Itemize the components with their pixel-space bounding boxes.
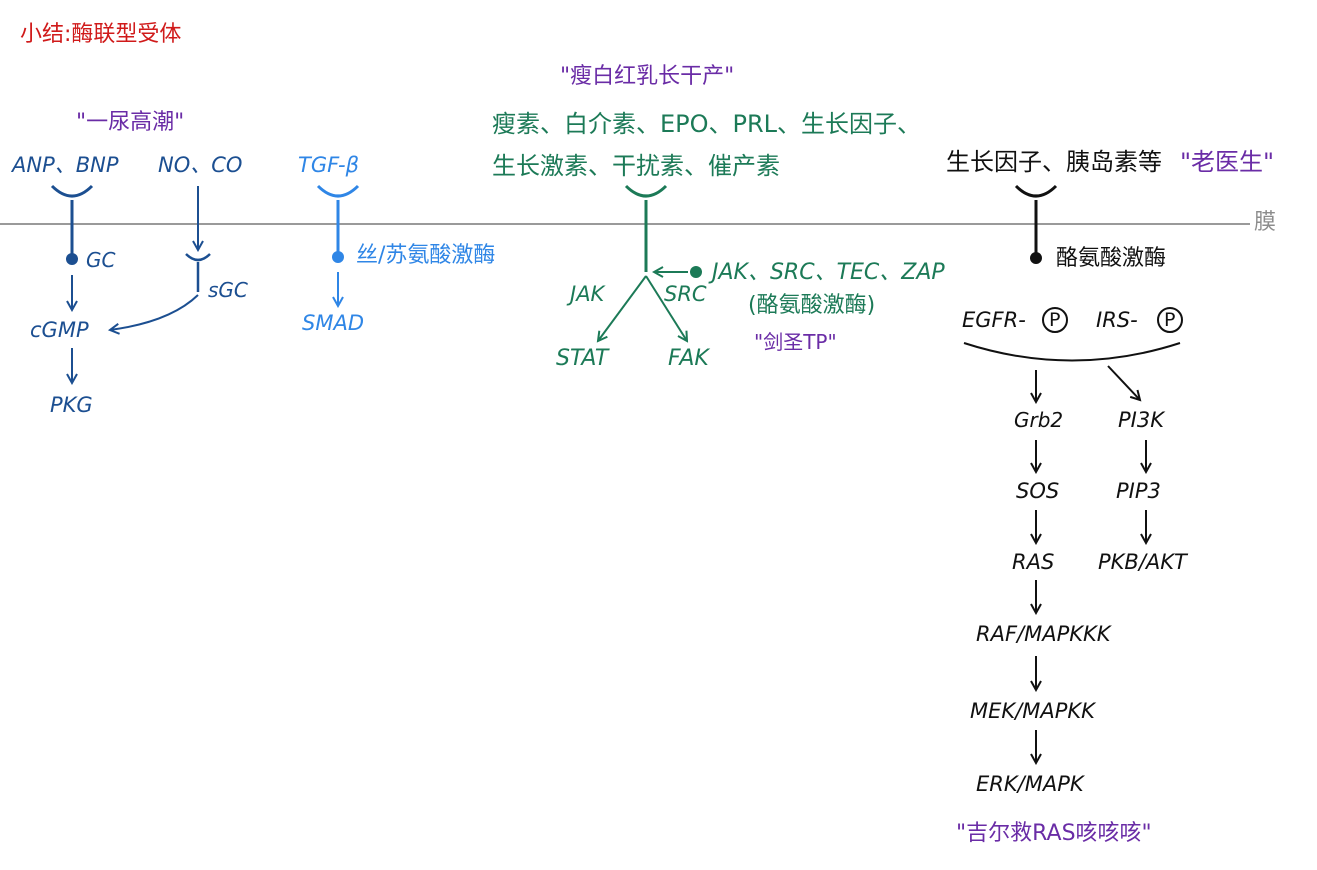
- cytokine-mnemonic: "瘦白红乳长干产": [560, 64, 735, 89]
- rtk-receptor: [1014, 184, 1058, 256]
- ligand-anp-bnp: ANP、BNP: [12, 153, 119, 177]
- irs-label: IRS-: [1096, 308, 1138, 332]
- rtk-kinase-dot: [1030, 252, 1042, 264]
- egfr-label: EGFR-: [962, 308, 1026, 332]
- cgmp-label: cGMP: [30, 318, 89, 342]
- cytokine-ligands-line1: 瘦素、白介素、EPO、PRL、生长因子、: [492, 110, 922, 138]
- rtk-enzyme-label: 酪氨酸激酶: [1056, 246, 1167, 271]
- membrane-label: 膜: [1254, 210, 1277, 235]
- irs-p-label: P: [1164, 309, 1176, 331]
- raf-label: RAF/MAPKKK: [976, 622, 1111, 646]
- ras-label: RAS: [1012, 550, 1055, 574]
- tyrosine-kinases-list: JAK、SRC、TEC、ZAP: [712, 260, 945, 285]
- sgc-receptor: [185, 253, 211, 292]
- irs-p-circle: [1157, 307, 1183, 333]
- gc-dot: [66, 253, 78, 265]
- tgf-receptor: [316, 184, 360, 256]
- stat-label: STAT: [556, 346, 609, 371]
- arrow-to-stat: [598, 275, 647, 341]
- gc-label: GC: [86, 248, 116, 272]
- cytokine-receptor: [624, 184, 668, 272]
- ligand-tgf-beta: TGF-β: [298, 153, 360, 177]
- pi3k-label: PI3K: [1118, 408, 1164, 432]
- cytokine-kinase-dot: [690, 266, 702, 278]
- egfr-p-label: P: [1049, 309, 1061, 331]
- arrow-sgc-cgmp: [110, 294, 199, 330]
- smad-label: SMAD: [302, 311, 364, 335]
- anp-receptor: [50, 184, 94, 258]
- pip3-label: PIP3: [1116, 479, 1161, 503]
- fak-label: FAK: [668, 346, 709, 371]
- natriuretic-mnemonic: "一尿高潮": [76, 110, 185, 135]
- page-title: 小结:酶联型受体: [20, 22, 182, 47]
- rtk-ligands: 生长因子、胰岛素等: [946, 148, 1162, 176]
- egfr-p-circle: [1042, 307, 1068, 333]
- cytokine-ligands-line2: 生长激素、干扰素、催产素: [492, 152, 780, 180]
- ligand-no-co: NO、CO: [158, 153, 243, 177]
- grb2-label: Grb2: [1014, 408, 1064, 432]
- kinase-mnemonic: "剑圣TP": [754, 330, 837, 354]
- src-label: SRC: [664, 282, 707, 306]
- tgf-kinase-dot: [332, 251, 344, 263]
- jak-label: JAK: [570, 282, 605, 306]
- rtk-bracket: [963, 342, 1181, 362]
- arrow-to-fak: [645, 275, 687, 341]
- arrow-to-pi3k: [1107, 365, 1140, 400]
- ser-thr-kinase-label: 丝/苏氨酸激酶: [356, 243, 496, 268]
- rtk-mnemonic: "老医生": [1180, 148, 1275, 176]
- sgc-label: sGC: [208, 278, 248, 302]
- rtk-bottom-mnemonic: "吉尔救RAS咳咳咳": [956, 821, 1152, 846]
- pkg-label: PKG: [50, 393, 93, 417]
- erk-label: ERK/MAPK: [976, 772, 1084, 796]
- pkb-akt-label: PKB/AKT: [1098, 550, 1187, 574]
- mek-label: MEK/MAPKK: [970, 699, 1095, 723]
- tyrosine-kinase-note: (酪氨酸激酶): [748, 293, 876, 318]
- sos-label: SOS: [1016, 479, 1060, 503]
